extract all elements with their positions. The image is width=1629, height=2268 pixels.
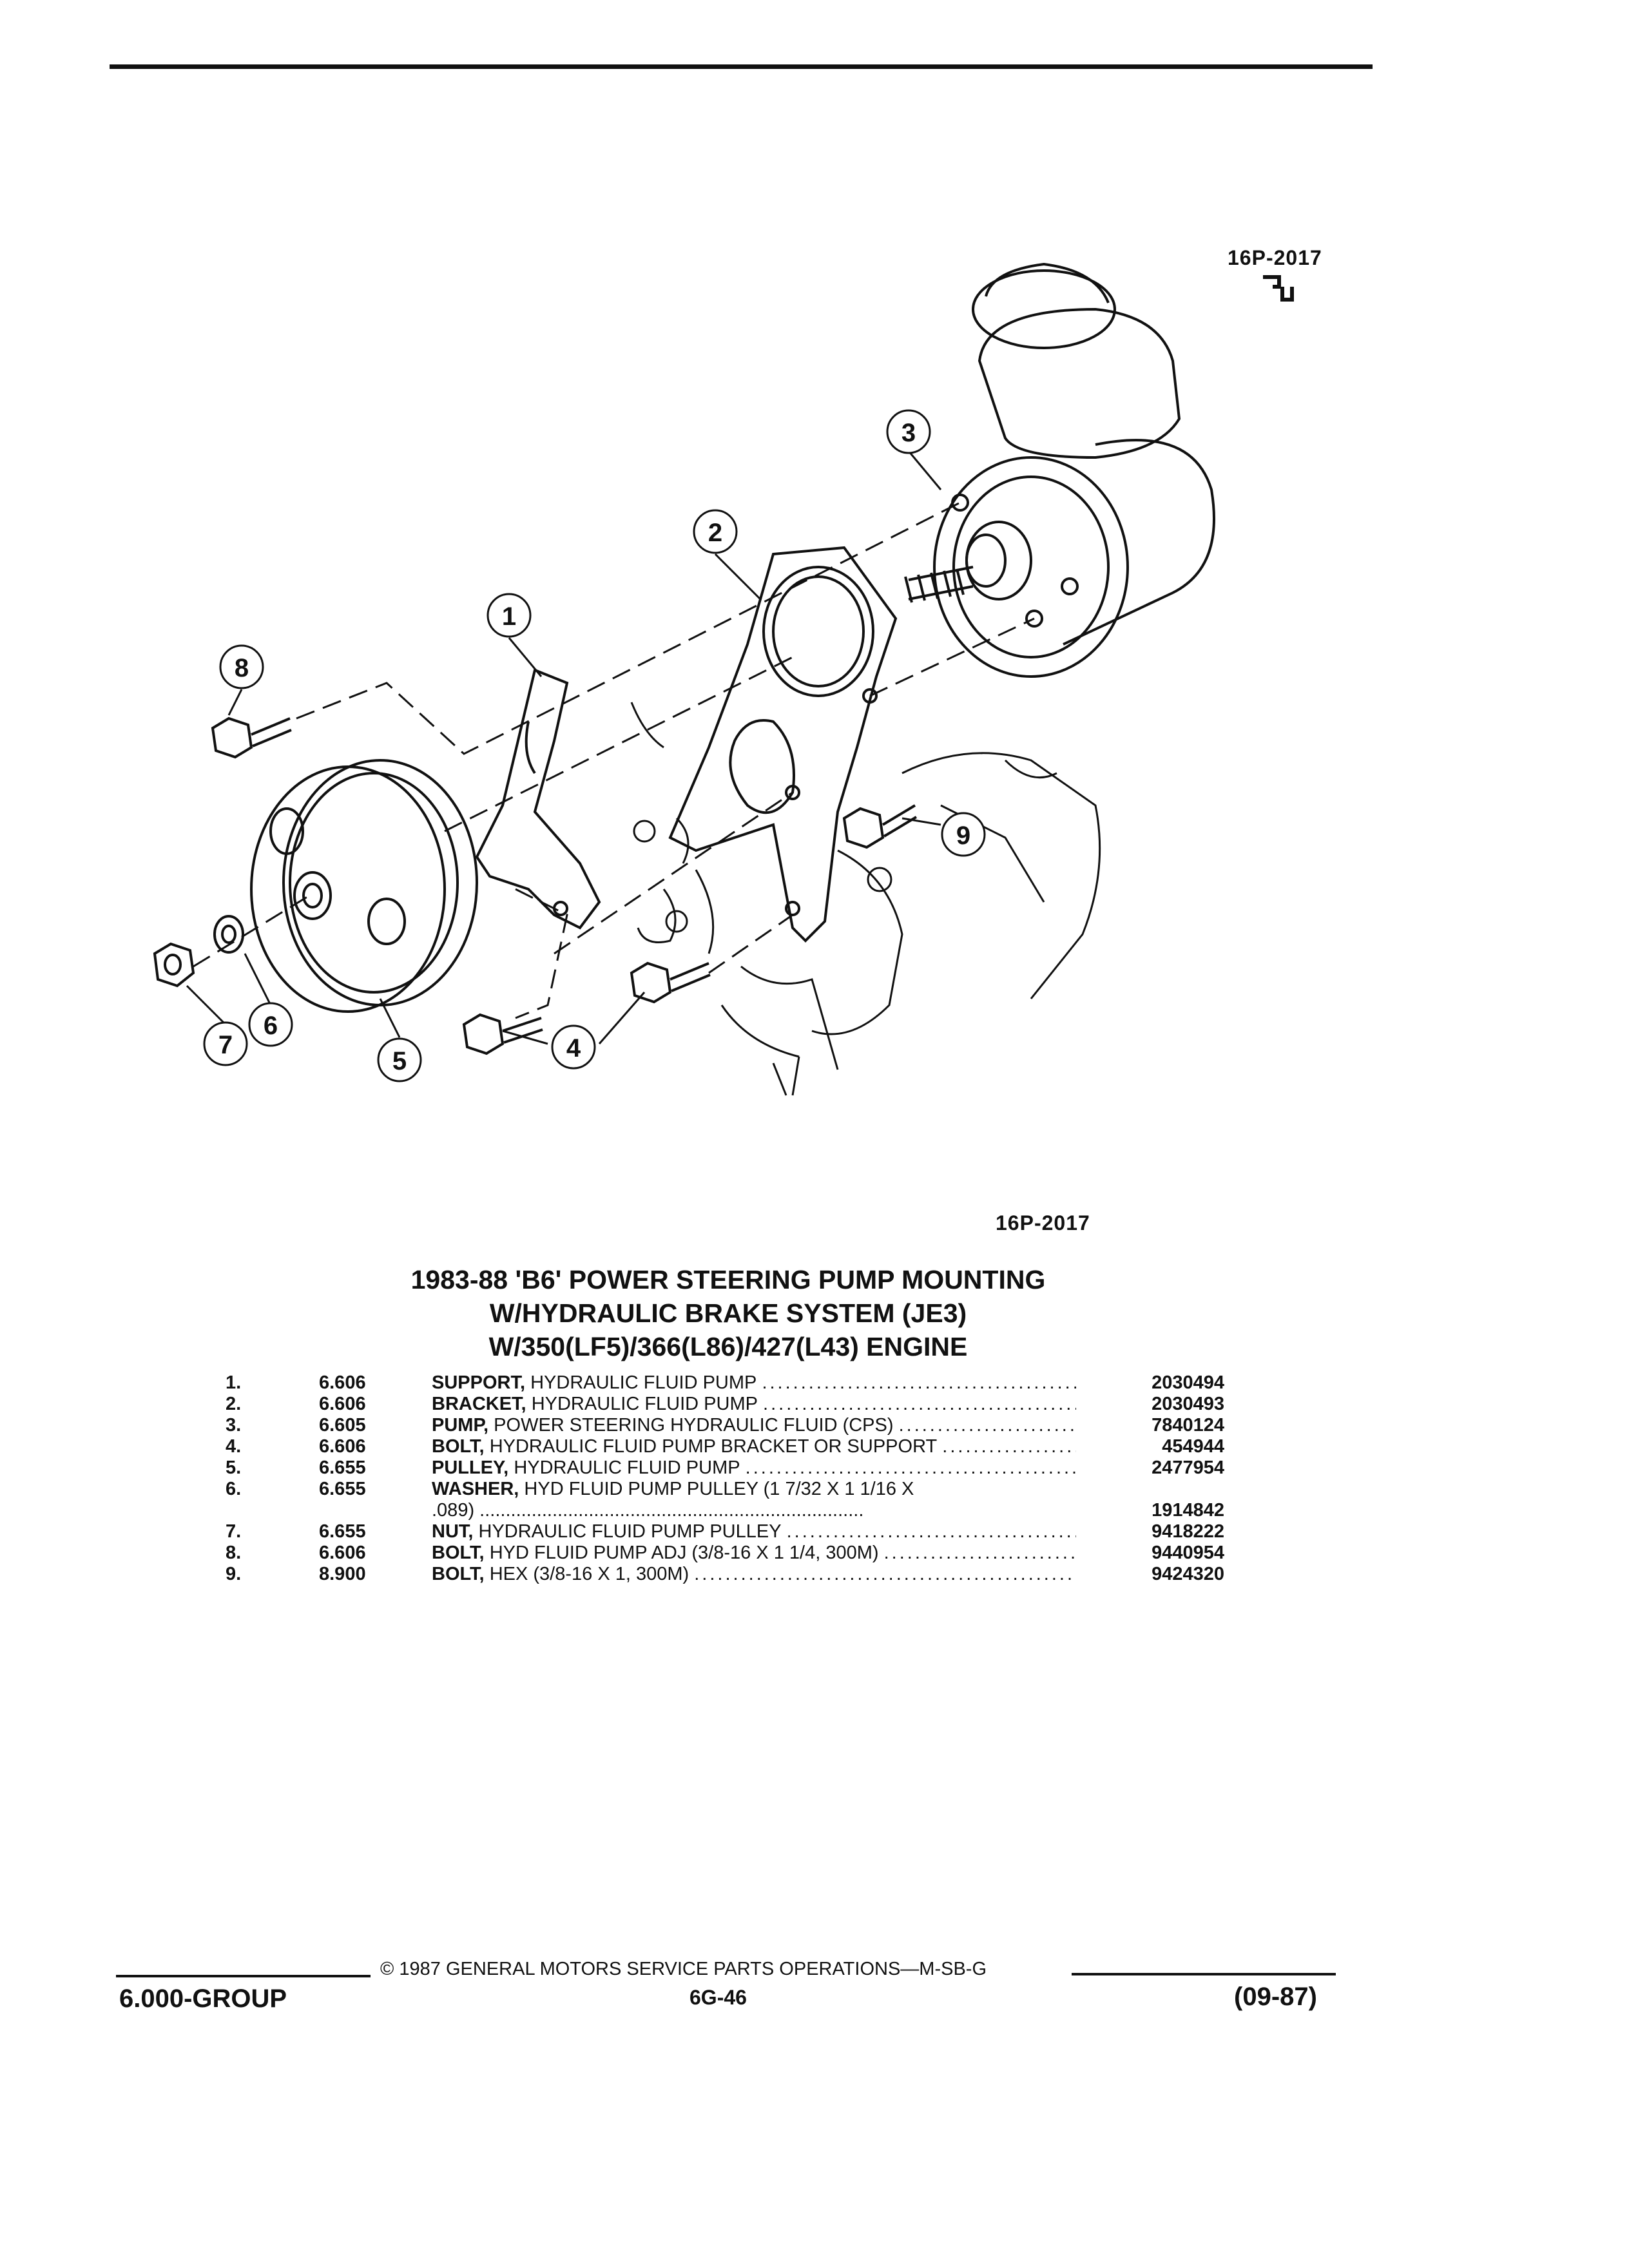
callout-8: 8 bbox=[235, 654, 249, 682]
callout-7: 7 bbox=[218, 1031, 233, 1059]
parts-row: 7. 6.655 NUT, HYDRAULIC FLUID PUMP PULLE… bbox=[226, 1521, 1224, 1542]
part-number: 454944 bbox=[1162, 1436, 1224, 1457]
bolt-8 bbox=[211, 716, 253, 759]
figure-code-bottom: 16P-2017 bbox=[996, 1211, 1090, 1235]
part-number: 2030494 bbox=[1152, 1372, 1224, 1393]
item-number: 1. bbox=[226, 1372, 242, 1393]
group-number: 8.900 bbox=[319, 1564, 366, 1584]
item-number: 8. bbox=[226, 1542, 242, 1563]
group-label: 6.000-GROUP bbox=[119, 1984, 287, 2013]
parts-row: 3. 6.605 PUMP, POWER STEERING HYDRAULIC … bbox=[226, 1415, 1224, 1436]
parts-row: 4. 6.606 BOLT, HYDRAULIC FLUID PUMP BRAC… bbox=[226, 1436, 1224, 1457]
part-number: 2477954 bbox=[1152, 1457, 1224, 1478]
group-number: 6.605 bbox=[319, 1415, 366, 1436]
page-number: 6G-46 bbox=[689, 1986, 747, 2009]
top-rule bbox=[110, 64, 1373, 69]
group-number: 6.655 bbox=[319, 1521, 366, 1542]
part-number: 2030493 bbox=[1152, 1394, 1224, 1414]
parts-row: 2. 6.606 BRACKET, HYDRAULIC FLUID PUMP .… bbox=[226, 1394, 1224, 1415]
part-number: 9440954 bbox=[1152, 1542, 1224, 1563]
washer-6 bbox=[213, 915, 244, 954]
callout-5: 5 bbox=[392, 1047, 407, 1075]
date-code: (09-87) bbox=[1234, 1983, 1317, 2011]
figure-code-top: 16P-2017 bbox=[1228, 246, 1322, 269]
item-number: 9. bbox=[226, 1564, 242, 1584]
group-number: 6.655 bbox=[319, 1457, 366, 1478]
part-number: 9418222 bbox=[1152, 1521, 1224, 1542]
part-number: 7840124 bbox=[1152, 1415, 1224, 1436]
part-description: PUMP, POWER STEERING HYDRAULIC FLUID (CP… bbox=[432, 1415, 1076, 1436]
group-number: 6.606 bbox=[319, 1436, 366, 1457]
item-number: 4. bbox=[226, 1436, 242, 1457]
exploded-diagram: 1 2 3 4 5 6 7 8 9 bbox=[153, 262, 1294, 1096]
engine-block bbox=[630, 702, 1101, 1096]
parts-row: 8. 6.606 BOLT, HYD FLUID PUMP ADJ (3/8-1… bbox=[226, 1542, 1224, 1564]
parts-row: 9. 8.900 BOLT, HEX (3/8-16 X 1, 300M) ..… bbox=[226, 1564, 1224, 1585]
footer-rule-right bbox=[1072, 1973, 1336, 1975]
callout-9: 9 bbox=[956, 822, 970, 850]
callout-4: 4 bbox=[566, 1034, 581, 1062]
part-description: BRACKET, HYDRAULIC FLUID PUMP ..........… bbox=[432, 1394, 1076, 1414]
part-number: 1914842 bbox=[1152, 1500, 1224, 1521]
pulley-5 bbox=[250, 759, 478, 1013]
item-number: 2. bbox=[226, 1394, 242, 1414]
title-line-3: W/350(LF5)/366(L86)/427(L43) ENGINE bbox=[488, 1332, 968, 1361]
pump-assembly bbox=[904, 262, 1215, 678]
callout-1: 1 bbox=[502, 602, 516, 631]
part-description: NUT, HYDRAULIC FLUID PUMP PULLEY .......… bbox=[432, 1521, 1076, 1542]
callout-3: 3 bbox=[901, 419, 916, 447]
group-number: 6.606 bbox=[319, 1542, 366, 1563]
callout-6: 6 bbox=[264, 1012, 278, 1040]
parts-row: 6. 6.655 WASHER, HYD FLUID PUMP PULLEY (… bbox=[226, 1479, 1224, 1521]
title-line-2: W/HYDRAULIC BRAKE SYSTEM (JE3) bbox=[489, 1298, 967, 1328]
part-description: PULLEY, HYDRAULIC FLUID PUMP ...........… bbox=[432, 1457, 1076, 1478]
bracket-2 bbox=[668, 546, 898, 943]
group-number: 6.606 bbox=[319, 1394, 366, 1414]
parts-row: 1. 6.606 SUPPORT, HYDRAULIC FLUID PUMP .… bbox=[226, 1372, 1224, 1394]
item-number: 5. bbox=[226, 1457, 242, 1478]
group-number: 6.606 bbox=[319, 1372, 366, 1393]
item-number: 6. bbox=[226, 1479, 242, 1499]
parts-list: 1. 6.606 SUPPORT, HYDRAULIC FLUID PUMP .… bbox=[226, 1372, 1224, 1585]
part-description-continued: .089) ..................................… bbox=[432, 1500, 864, 1521]
part-description: SUPPORT, HYDRAULIC FLUID PUMP ..........… bbox=[432, 1372, 1076, 1393]
copyright-notice: © 1987 GENERAL MOTORS SERVICE PARTS OPER… bbox=[380, 1959, 987, 1979]
part-description: BOLT, HYD FLUID PUMP ADJ (3/8-16 X 1 1/4… bbox=[432, 1542, 1076, 1563]
callout-2: 2 bbox=[708, 519, 722, 547]
group-number: 6.655 bbox=[319, 1479, 366, 1499]
support-1 bbox=[475, 668, 601, 930]
footer-rule-left bbox=[116, 1975, 371, 1977]
item-number: 7. bbox=[226, 1521, 242, 1542]
part-description: BOLT, HYDRAULIC FLUID PUMP BRACKET OR SU… bbox=[432, 1436, 1076, 1457]
part-description: BOLT, HEX (3/8-16 X 1, 300M) ...........… bbox=[432, 1564, 1076, 1584]
page-title: 1983-88 'B6' POWER STEERING PUMP MOUNTIN… bbox=[245, 1263, 1211, 1363]
part-number: 9424320 bbox=[1152, 1564, 1224, 1584]
nut-7 bbox=[153, 942, 195, 988]
part-description: WASHER, HYD FLUID PUMP PULLEY (1 7/32 X … bbox=[432, 1479, 914, 1499]
title-line-1: 1983-88 'B6' POWER STEERING PUMP MOUNTIN… bbox=[410, 1265, 1046, 1294]
parts-row: 5. 6.655 PULLEY, HYDRAULIC FLUID PUMP ..… bbox=[226, 1457, 1224, 1479]
item-number: 3. bbox=[226, 1415, 242, 1436]
